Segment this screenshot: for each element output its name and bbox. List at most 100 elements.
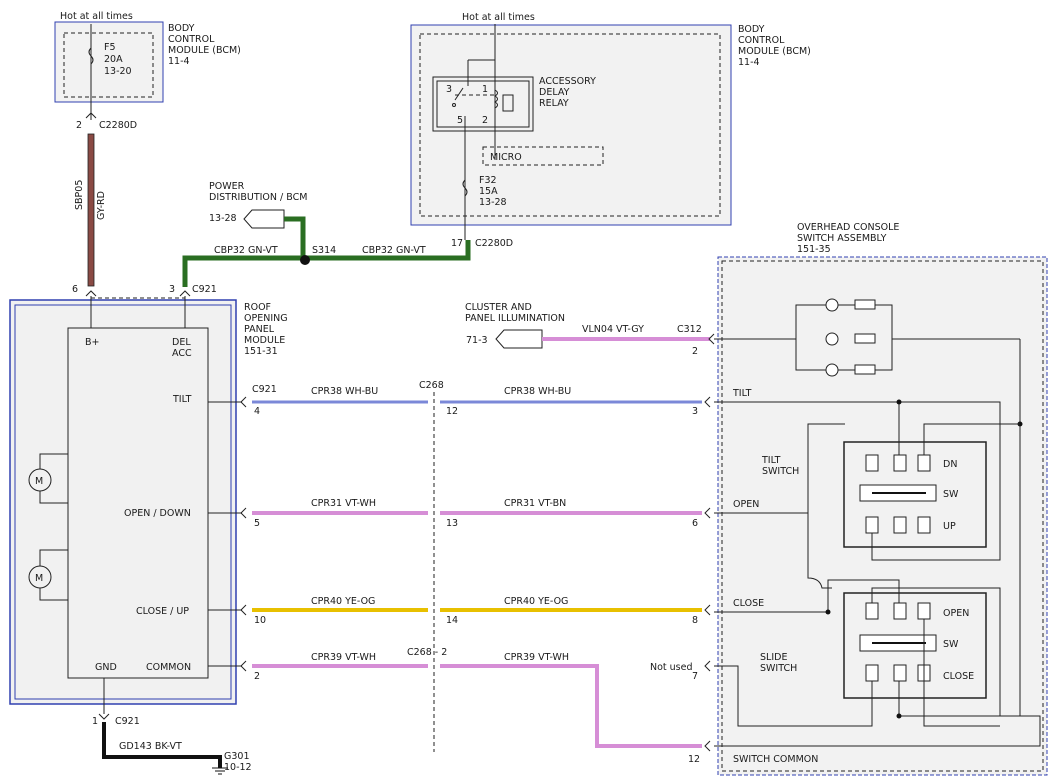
gn-vt-main — [182, 240, 471, 287]
led-1-resistor — [854, 299, 876, 310]
c921-arrow-common — [240, 660, 247, 672]
tilt-bottom-link — [871, 424, 1001, 561]
not-used-line — [714, 665, 873, 727]
slide-switch-label-2: SWITCH — [760, 663, 797, 674]
pin-tilt-label: TILT — [172, 394, 192, 405]
bcm-label-left-1: BODY — [168, 23, 195, 34]
c268-pin-12: 12 — [446, 406, 458, 417]
bcm-inner-dashed-right — [419, 33, 721, 217]
ground-g301: G301 — [224, 751, 250, 762]
bcm-label-right-1: BODY — [738, 24, 765, 35]
connector-arrow-c2280d-top — [85, 112, 97, 119]
splice-s314 — [300, 255, 310, 265]
c268-pin-13: 13 — [446, 518, 458, 529]
overhead-label-2: SWITCH ASSEMBLY — [797, 233, 887, 244]
pin-b-plus-label: B+ — [85, 337, 99, 348]
tilt-switch-label-2: SWITCH — [762, 466, 799, 477]
c921-label-gnd: C921 — [115, 716, 140, 727]
overhead-pin-8: 8 — [692, 615, 698, 626]
wire-cbp32-gn-vt: POWER DISTRIBUTION / BCM 13-28 S314 CBP3… — [182, 181, 513, 287]
c921-pin-6: 6 — [72, 284, 78, 295]
c2280d-label-right: C2280D — [475, 238, 513, 249]
bcm-label-right-4: 11-4 — [738, 57, 760, 68]
relay-outer — [432, 76, 534, 132]
tilt-contact-4 — [865, 516, 879, 534]
cpr38-label-right: CPR38 WH-BU — [504, 386, 571, 397]
power-dist-ref: 13-28 — [209, 213, 237, 224]
overhead-pin-3: 3 — [692, 406, 698, 417]
cpr31-label-left: CPR31 VT-WH — [311, 498, 376, 509]
cpr39-label-left: CPR39 VT-WH — [311, 652, 376, 663]
fuse-f32-rating: 15A — [479, 186, 498, 197]
c312-pin-2: 2 — [692, 346, 698, 357]
tilt-contact-1 — [865, 454, 879, 472]
led-3-resistor — [854, 364, 876, 375]
harness-c268: C921 C268 CPR38 WH-BU CPR38 WH-BU 4 12 3… — [208, 380, 711, 765]
led-2-resistor — [854, 333, 876, 344]
slide-position-sw: SW — [943, 639, 959, 650]
motor-2-icon — [28, 565, 52, 589]
cluster-connector — [495, 329, 543, 349]
gy-rd-color-label: GY-RD — [96, 191, 107, 220]
overhead-pin-12: 12 — [688, 754, 700, 765]
overhead-pin-7: 7 — [692, 671, 698, 682]
fuse-f5-rating: 20A — [104, 54, 123, 65]
roof-opening-panel-module: 6 3 C921 B+ DEL ACC TILT OPEN / DOWN CLO… — [9, 284, 288, 705]
sw-switch-common-label: SWITCH COMMON — [733, 754, 818, 765]
c2280d-label-left: C2280D — [99, 120, 137, 131]
bcm-label-right-2: CONTROL — [738, 35, 785, 46]
bcm-box-right — [410, 24, 732, 226]
pin-acc-label: ACC — [172, 348, 192, 359]
relay-label-3: RELAY — [539, 98, 569, 109]
relay-coil — [494, 89, 498, 109]
led-3-icon — [825, 363, 839, 377]
cluster-ref: 71-3 — [466, 335, 488, 346]
slide-contact-1 — [865, 602, 879, 620]
c268-pin-14: 14 — [446, 615, 458, 626]
sw-open-label: OPEN — [733, 499, 759, 510]
roof-label-1: ROOF — [244, 302, 271, 313]
wire-sbp05-gy-rd: 2 C2280D SBP05 GY-RD — [74, 112, 137, 287]
pin-gnd-label: GND — [95, 662, 117, 673]
slide-position-open: OPEN — [943, 608, 969, 619]
motor-1-icon — [28, 468, 52, 492]
bcm-box-left — [54, 21, 164, 103]
slide-contact-2 — [893, 602, 907, 620]
overhead-arrow-common — [704, 740, 711, 752]
open-signal-line — [714, 423, 845, 514]
relay-resistor — [502, 94, 514, 112]
cpr39-label-right: CPR39 VT-WH — [504, 652, 569, 663]
c921-arrow-open — [240, 507, 247, 519]
fuse-f32-ref: 13-28 — [479, 197, 507, 208]
fuse-f5-symbol — [88, 47, 94, 65]
gn-vt-feed — [284, 216, 306, 258]
gy-rd-wire — [87, 133, 95, 287]
slide-position-close: CLOSE — [943, 671, 974, 682]
micro-label: MICRO — [490, 152, 522, 163]
cbp32-label-right: CBP32 GN-VT — [362, 245, 426, 256]
c921-pin-4: 4 — [254, 406, 260, 417]
cluster-label-1: CLUSTER AND — [465, 302, 532, 313]
cbp32-label-left: CBP32 GN-VT — [214, 245, 278, 256]
fuse-f5-name: F5 — [104, 42, 116, 53]
sw-not-used-label: Not used — [650, 662, 693, 673]
pin-close-up-label: CLOSE / UP — [136, 606, 189, 617]
tilt-junction — [896, 399, 902, 405]
vln04-label: VLN04 VT-GY — [582, 324, 644, 335]
motor-2-label: M — [35, 573, 43, 584]
relay-pin-2: 2 — [482, 115, 488, 126]
ground-ref: 10-12 — [224, 762, 252, 773]
relay-contact-node — [452, 103, 456, 107]
bcm-relay-box: Hot at all times 3 1 5 2 ACCESSORY DELAY… — [410, 12, 811, 240]
overhead-arrow-not-used — [704, 660, 711, 672]
motor-1-label: M — [35, 476, 43, 487]
bcm-label-left-3: MODULE (BCM) — [168, 45, 241, 56]
panel-illumination-feed: CLUSTER AND PANEL ILLUMINATION 71-3 VLN0… — [465, 302, 715, 357]
switch-common-line — [714, 715, 1041, 747]
led-2-icon — [825, 332, 839, 346]
cpr40-label-right: CPR40 YE-OG — [504, 596, 568, 607]
relay-label-2: DELAY — [539, 87, 570, 98]
slide-contact-3 — [917, 602, 931, 620]
cpr38-label-left: CPR38 WH-BU — [311, 386, 378, 397]
cpr31-label-right: CPR31 VT-BN — [504, 498, 566, 509]
